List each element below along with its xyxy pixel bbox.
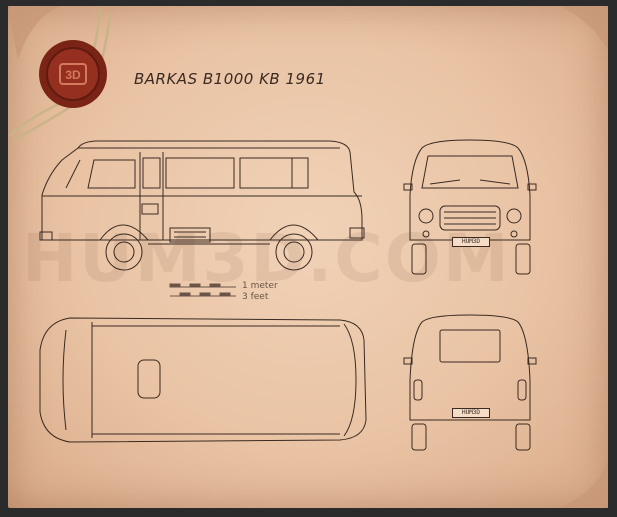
scale-meter-label: 1 meter (242, 281, 278, 291)
rear-view (403, 314, 537, 451)
page-title: BARKAS B1000 KB 1961 (134, 70, 326, 88)
front-view (403, 139, 537, 275)
bottom-right-curl (560, 460, 608, 508)
seal-text: 3D (65, 68, 81, 82)
scale-feet-label: 3 feet (242, 292, 269, 302)
watermark: HUM3D.COM (22, 220, 511, 297)
front-license-plate: HUM3D (452, 237, 490, 247)
paper-sheet (8, 6, 608, 508)
wax-seal-icon: 3D (39, 40, 107, 108)
scale-bars (169, 283, 236, 297)
top-left-curl (8, 6, 60, 60)
side-view (39, 140, 365, 271)
top-right-curl (560, 6, 608, 50)
rear-license-plate: HUM3D (452, 408, 490, 418)
top-view (39, 317, 367, 443)
